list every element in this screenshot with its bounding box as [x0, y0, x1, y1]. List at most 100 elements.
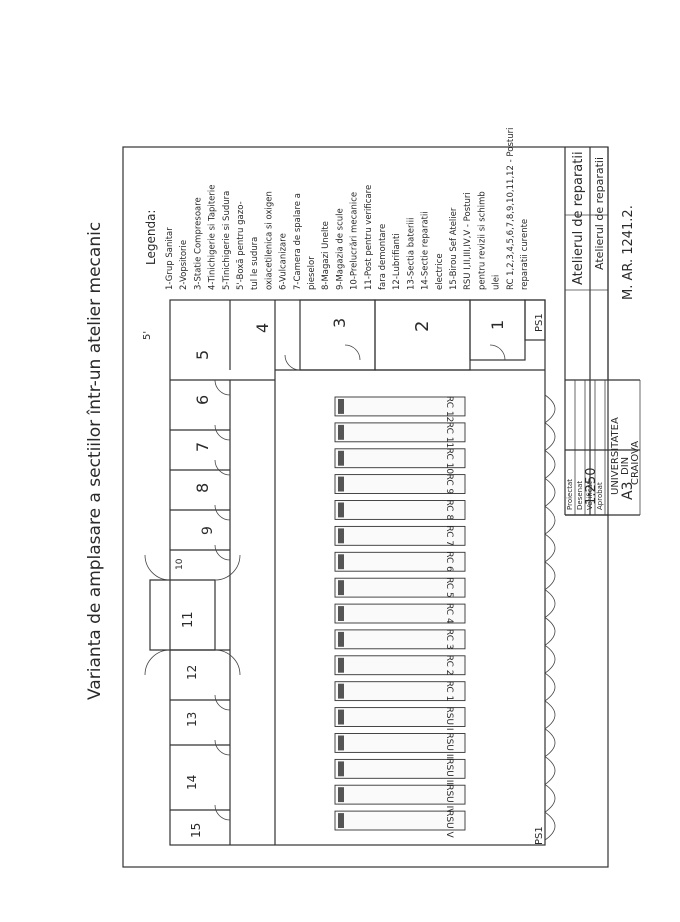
room-14: 14: [185, 775, 199, 790]
legend-item: pieselor: [307, 256, 317, 290]
bay-pit: [338, 476, 344, 492]
bay-pit: [338, 709, 344, 725]
repair-bay: [334, 603, 466, 624]
legend-item: 7-Camera de spalare a: [293, 193, 303, 290]
room-11: 11: [181, 611, 196, 628]
bay-label: RC 4: [444, 603, 454, 624]
institution-line: UNIVERSITATEA: [610, 417, 621, 495]
bay-label: RC 12: [444, 396, 454, 422]
room-13: 13: [185, 712, 199, 727]
bay-label: RC 6: [444, 551, 454, 572]
repair-bay: [334, 474, 466, 494]
room-5-prime: 5': [142, 331, 153, 340]
right-wall-doors: [544, 394, 556, 841]
title-block-row: Desenat: [576, 481, 584, 510]
legend-item: 8-Magazi Unelte: [321, 221, 331, 290]
bay-label: RC 7: [444, 525, 454, 546]
title-block-row: Proiectat: [566, 479, 574, 510]
bay-pit: [338, 450, 344, 466]
legend-item: pentru revizii si schimb: [477, 191, 487, 290]
room-8: 8: [193, 483, 212, 493]
bay-pit: [338, 399, 344, 414]
legend-item: 15-Birou Sef Atelier: [449, 207, 459, 290]
room-6: 6: [193, 395, 212, 405]
door-arch: [544, 756, 556, 785]
legend-item: 3-Statie Compresoare: [193, 197, 203, 290]
legend-item: 1-Grup Sanitar: [165, 227, 175, 290]
bay-pit: [338, 606, 344, 621]
door-arch: [544, 672, 556, 702]
bay-pit: [338, 580, 344, 596]
legend-item: 5'-Boxă pentru gazo-: [236, 201, 246, 290]
door-arch: [544, 561, 556, 591]
repair-bay: [334, 577, 466, 598]
legend-item: 5-Tinichigerie si Sudura: [222, 191, 232, 290]
door-arch: [544, 728, 556, 757]
bay-pit: [338, 787, 344, 803]
bay-label: RSU I: [444, 707, 454, 731]
ps1-label: PS1: [534, 313, 545, 332]
sheet-title-secondary: Atelierul de reparatii: [593, 157, 606, 270]
legend-item: 12-Lubrifianti: [392, 233, 402, 290]
room-3: 3: [330, 318, 349, 328]
bay-label: RSU II: [444, 732, 454, 759]
bay-label: RSU IV: [444, 784, 454, 815]
bay-pit: [338, 761, 344, 777]
bay-label: RC 8: [444, 500, 454, 521]
room-5: 5: [193, 350, 212, 360]
legend-item: tul le sudura: [250, 237, 260, 290]
legend-item: oxiacetilenica si oxigen: [264, 191, 274, 290]
bay-pit: [338, 554, 344, 570]
drawing-number: M. AR. 1241.2.: [621, 205, 636, 300]
bay-pit: [338, 631, 344, 647]
bay-pit: [338, 528, 344, 544]
bay-label: RC 5: [444, 577, 454, 598]
title-block: Proiectat Desenat Verificat Aprobat UNIV…: [564, 147, 641, 516]
legend-item: ulei: [492, 275, 502, 290]
legend-item: electrice: [435, 253, 445, 290]
repair-bay: [334, 448, 466, 469]
service-rooms-left: 6 7 8 9 10 11 12 13 14 15: [170, 380, 231, 845]
bay-pit: [338, 735, 344, 751]
sheet-border: [122, 146, 609, 868]
legend-item: 4-Tinichigerie si Tapiterie: [208, 185, 218, 290]
repair-bay: [334, 707, 466, 727]
repair-bay: [334, 758, 466, 779]
repair-bay: [334, 681, 466, 702]
bay-pit: [338, 424, 344, 440]
bay-label: RC 1: [444, 681, 454, 702]
legend-item: 2-Vopsitorie: [179, 240, 189, 290]
bay-label: RC 2: [444, 655, 454, 676]
bay-label: RSU V: [444, 810, 454, 838]
bay-label: RC 9: [444, 474, 454, 495]
legend-item: 14-Sectie reparatii: [421, 211, 431, 290]
door-arch: [544, 478, 556, 507]
bay-label: RC 3: [444, 629, 454, 650]
door-arch: [544, 589, 556, 618]
repair-bay: [334, 629, 466, 650]
drawing-title: Varianta de amplasare a sectiilor într-u…: [85, 222, 105, 700]
room-4: 4: [253, 323, 272, 333]
room-7: 7: [193, 442, 212, 452]
room-9: 9: [200, 526, 216, 535]
bay-label: RSU III: [444, 758, 454, 787]
room-12: 12: [185, 665, 199, 680]
room-15: 15: [189, 823, 203, 838]
door-arch: [544, 450, 556, 479]
repair-bay: [334, 733, 466, 753]
room-1: 1: [488, 320, 507, 330]
room-10: 10: [175, 558, 185, 570]
door-arch: [544, 644, 556, 674]
bay-pit: [338, 683, 344, 699]
title-block-row: Aprobat: [596, 482, 604, 510]
bay-label: RC 11: [444, 422, 454, 448]
legend-item: 9-Magazia de scule: [335, 208, 345, 290]
legend-item: 6-Vulcanizare: [279, 233, 289, 290]
legend-item: RC 1,2,3,4,5,6,7,8,9,10,11,12 - Posturi: [506, 128, 516, 290]
title-block-row: Verificat: [586, 481, 594, 510]
repair-bay: [334, 810, 466, 831]
bay-pit: [338, 657, 344, 673]
door-arch: [544, 811, 556, 841]
